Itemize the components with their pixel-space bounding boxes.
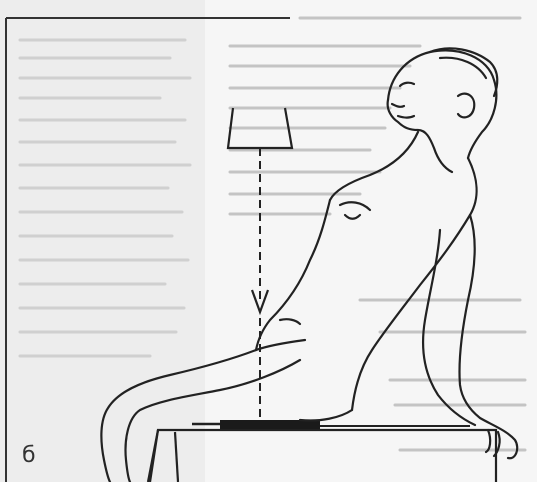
left-page-shadow: [0, 0, 205, 482]
panel-label: б: [22, 445, 36, 467]
